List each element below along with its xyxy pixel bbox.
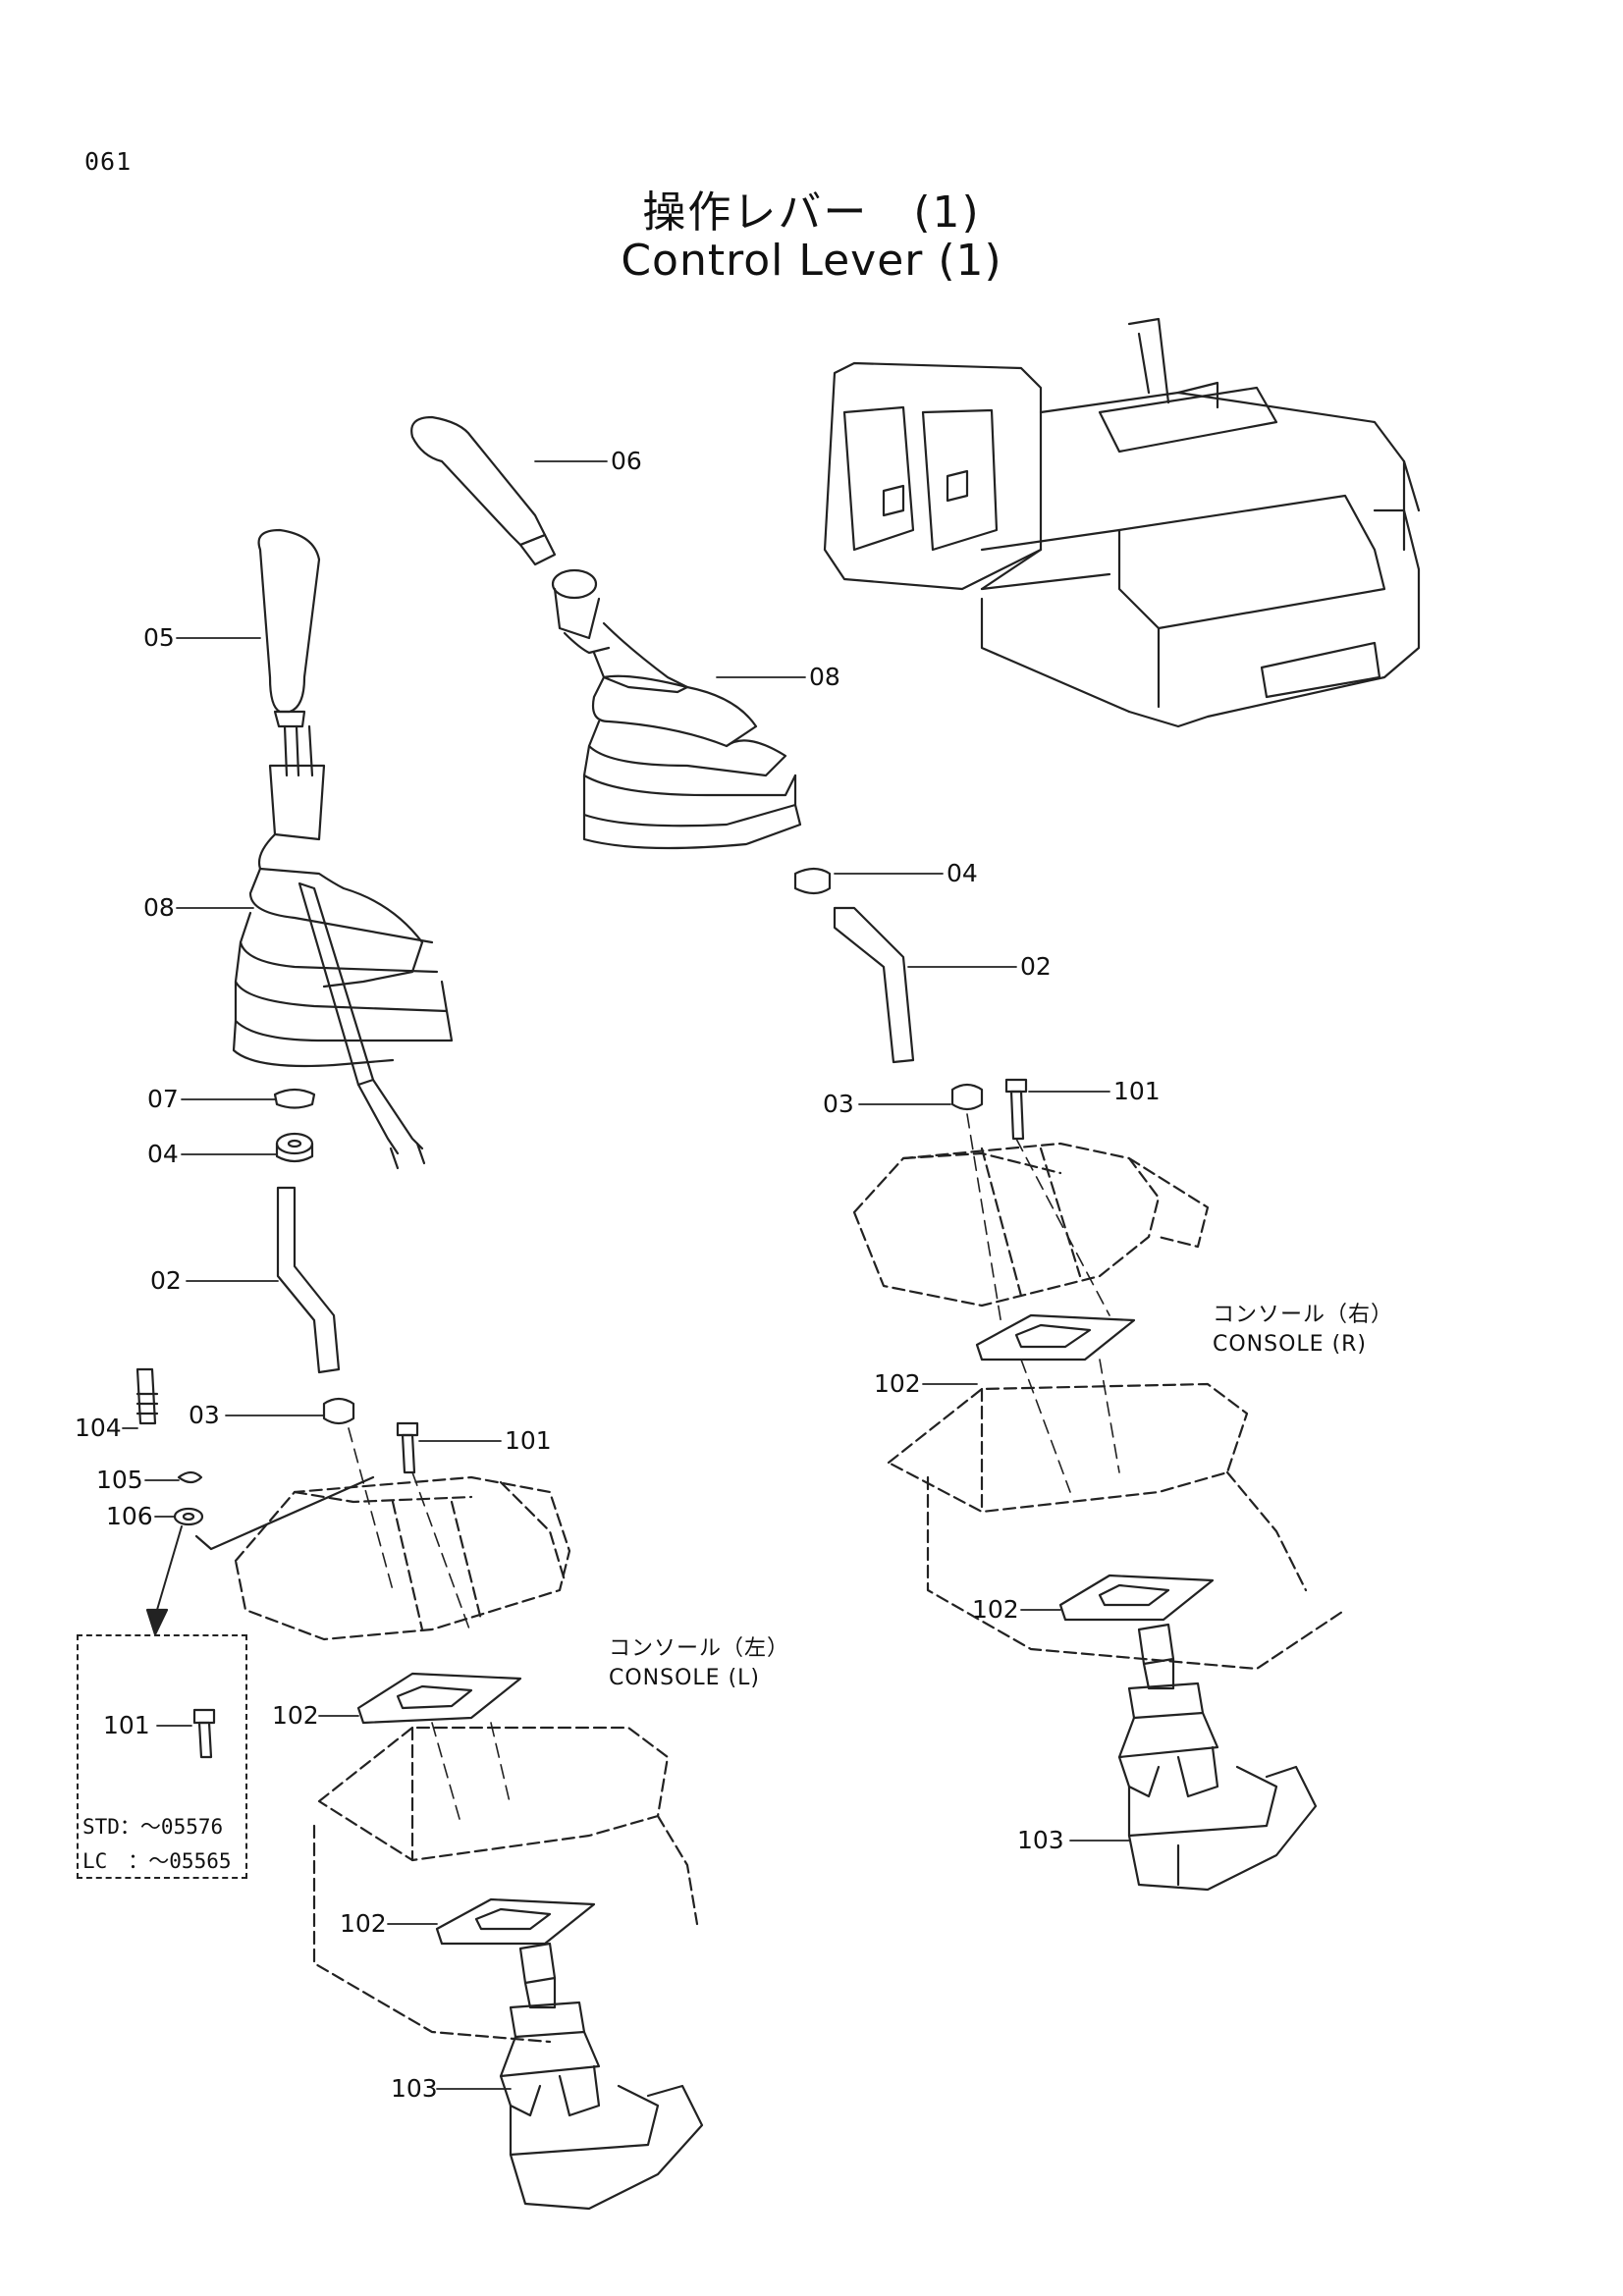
part-label-02-left: 02 (150, 1266, 182, 1295)
part-label-08-left: 08 (143, 893, 175, 922)
gasket-102-right-top (975, 1313, 1136, 1362)
pilot-valve-103-left (499, 1942, 704, 2211)
console-right-en: CONSOLE (R) (1213, 1332, 1368, 1357)
part-label-08-right: 08 (809, 663, 840, 691)
part-label-07: 07 (147, 1085, 179, 1113)
rod-02-left (276, 1186, 341, 1374)
console-right (852, 1142, 1210, 1308)
title-japanese: 操作レバー (1) (642, 187, 981, 238)
part-label-101-right: 101 (1113, 1077, 1161, 1105)
serial-note-box (77, 1634, 247, 1879)
part-label-105: 105 (96, 1466, 143, 1494)
gasket-102-left-top (356, 1672, 522, 1725)
part-label-104: 104 (75, 1414, 122, 1442)
excavator-illustration (823, 317, 1421, 728)
part-label-06: 06 (611, 447, 642, 475)
part-label-102-left-bottom: 102 (340, 1909, 387, 1938)
nut-07-04-left (273, 1088, 316, 1163)
console-right-jp: コンソール（右） (1213, 1303, 1394, 1327)
part-label-102-right-bottom: 102 (972, 1595, 1019, 1624)
gasket-102-left-bottom (435, 1897, 596, 1946)
grip-06 (410, 415, 601, 640)
console-left-lower (312, 1726, 699, 2044)
part-label-106: 106 (106, 1502, 153, 1530)
part-label-101-left: 101 (505, 1426, 552, 1455)
console-left-en: CONSOLE (L) (609, 1666, 760, 1690)
boot-08-right (563, 621, 802, 850)
gasket-102-right-bottom (1058, 1574, 1215, 1622)
bolt-101-left (396, 1421, 419, 1474)
part-label-03-left: 03 (189, 1401, 220, 1429)
part-label-101-note: 101 (103, 1711, 150, 1739)
part-label-04-left: 04 (147, 1140, 179, 1168)
console-left-jp: コンソール（左） (609, 1636, 790, 1661)
part-label-103-right: 103 (1017, 1826, 1064, 1854)
stud-104 (135, 1367, 159, 1425)
note-std: STD：～05576 (82, 1815, 224, 1839)
boot-08-left (232, 724, 454, 1170)
rod-02-right (793, 867, 915, 1064)
part-label-102-left-top: 102 (272, 1701, 319, 1730)
part-label-05: 05 (143, 623, 175, 652)
page-number: 061 (84, 147, 133, 176)
console-left (234, 1475, 571, 1641)
part-label-04-right: 04 (947, 859, 978, 887)
console-right-caption: コンソール（右） CONSOLE (R) (1213, 1301, 1393, 1360)
console-left-caption: コンソール（左） CONSOLE (L) (609, 1634, 789, 1693)
pilot-valve-103-right (1117, 1623, 1318, 1892)
part-label-03-right: 03 (823, 1090, 854, 1118)
part-label-103-left: 103 (391, 2074, 438, 2103)
part-label-102-right-top: 102 (874, 1369, 921, 1398)
note-lc: LC ：～05565 (82, 1849, 232, 1873)
console-right-lower (887, 1382, 1347, 1671)
grip-05 (257, 528, 321, 728)
part-label-02-right: 02 (1020, 952, 1052, 981)
nut-bolt-right (950, 1078, 1028, 1141)
title-english: Control Lever (1) (621, 236, 1002, 286)
bolt-101-note (192, 1708, 216, 1759)
nut-03-left (322, 1397, 355, 1425)
